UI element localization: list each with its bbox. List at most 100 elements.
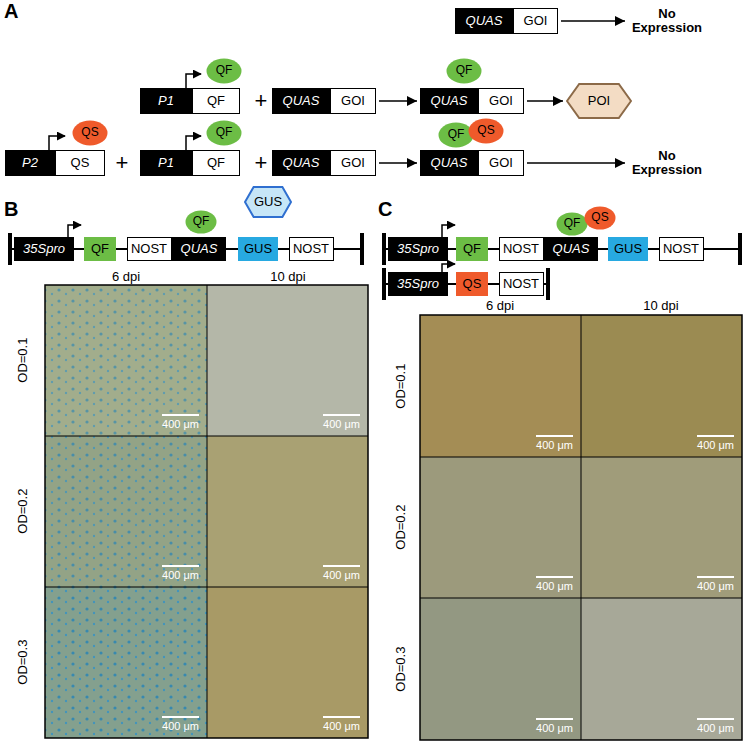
node-label: P1: [158, 156, 174, 170]
node-label: QS: [477, 124, 494, 137]
node-label: QUAS: [466, 14, 503, 28]
ellipse-shape: [186, 211, 217, 234]
node-label: GOI: [341, 94, 365, 108]
border-cap: [546, 268, 550, 300]
protein-hexagon: POI: [566, 83, 632, 119]
gene-box: GUS: [238, 237, 278, 261]
arrow-connector: [561, 20, 625, 22]
panel-letter: B: [4, 198, 18, 220]
protein-ellipse: QS: [468, 118, 504, 144]
promoter-box: QUAS: [455, 8, 513, 34]
leaf-micrograph: [581, 457, 742, 598]
node-label: GUS: [614, 242, 642, 256]
scale-bar-label: 400 μm: [162, 565, 199, 581]
transcription-arrow: [186, 136, 201, 150]
protein-ellipse: QF: [438, 122, 474, 148]
node-label: QF: [207, 156, 225, 170]
ellipse-shape: [447, 59, 482, 84]
promoter-box: QUAS: [272, 88, 330, 114]
node-label: QS: [71, 156, 90, 170]
node-label: QF: [193, 215, 210, 228]
transcription-arrow: [186, 74, 201, 88]
column-header: 6 dpi: [112, 270, 140, 284]
arrow-connector: [379, 100, 417, 102]
node-label: QF: [216, 64, 233, 77]
gene-box: QS: [55, 150, 105, 176]
node-label: 35Spro: [23, 242, 65, 256]
panel-letter: A: [4, 0, 18, 22]
node-label: 35Spro: [397, 242, 439, 256]
scale-bar-label: 400 μm: [536, 576, 573, 592]
transcription-arrow: [442, 225, 455, 237]
row-label: OD=0.2: [17, 488, 31, 533]
node-label: QF: [463, 242, 481, 256]
protein-ellipse: QS: [72, 120, 108, 146]
scale-bar-label: 400 μm: [697, 435, 734, 451]
leaf-micrograph: [581, 315, 742, 457]
scale-bar-label: 400 μm: [536, 435, 573, 451]
node-label: NOST: [131, 242, 167, 256]
column-header: 10 dpi: [270, 270, 305, 284]
gene-box: NOST: [127, 237, 172, 261]
gene-box: NOST: [499, 272, 544, 296]
promoter-box: 35Spro: [14, 237, 74, 261]
column-header: 6 dpi: [486, 299, 514, 313]
gene-box: QS: [456, 272, 488, 296]
gene-box: GOI: [478, 88, 524, 114]
node-label: No Expression: [628, 149, 706, 178]
border-cap: [8, 233, 12, 265]
gene-box: QF: [192, 88, 240, 114]
node-label: QF: [91, 242, 109, 256]
gene-box: GOI: [478, 150, 524, 176]
row-label: OD=0.1: [395, 363, 409, 408]
scale-bar-label: 400 μm: [162, 716, 199, 732]
row-label: OD=0.1: [17, 337, 31, 382]
protein-ellipse: QS: [584, 206, 616, 230]
node-label: GOI: [489, 156, 513, 170]
scale-bar-label: 400 μm: [697, 718, 734, 734]
node-label: QS: [591, 211, 608, 224]
transcription-arrow: [68, 225, 81, 237]
node-label: NOST: [663, 242, 699, 256]
promoter-box: P2: [5, 150, 55, 176]
node-label: NOST: [503, 242, 539, 256]
leaf-micrograph: [420, 457, 581, 598]
protein-ellipse: QF: [206, 58, 242, 84]
protein-ellipse: QF: [185, 210, 217, 234]
outcome-text: No Expression: [628, 4, 706, 38]
node-label: QUAS: [431, 156, 468, 170]
ellipse-shape: [469, 119, 504, 144]
promoter-box: 35Spro: [388, 237, 448, 261]
grid-lines: [420, 315, 742, 740]
gus-stain: [45, 285, 207, 436]
protein-hexagon: GUS: [244, 186, 292, 218]
arrow-connector: [527, 100, 563, 102]
node-label: NOST: [503, 277, 539, 291]
ellipse-shape: [557, 213, 588, 236]
gene-box: GOI: [330, 150, 376, 176]
node-label: P1: [158, 94, 174, 108]
row-label: OD=0.3: [17, 639, 31, 684]
node-label: QS: [463, 277, 482, 291]
node-label: P2: [22, 156, 38, 170]
scale-bar-label: 400 μm: [323, 414, 360, 430]
node-label: No Expression: [628, 7, 706, 36]
row-label: OD=0.3: [395, 646, 409, 691]
node-label: 35Spro: [397, 277, 439, 291]
arrow-connector: [527, 162, 625, 164]
ellipse-shape: [207, 121, 242, 146]
promoter-box: P1: [140, 88, 192, 114]
node-label: QF: [207, 94, 225, 108]
scale-bar-label: 400 μm: [697, 576, 734, 592]
node-label: GUS: [254, 195, 282, 209]
leaf-micrograph: [45, 436, 207, 587]
hexagon-shape: [245, 187, 291, 217]
node-label: POI: [588, 94, 610, 108]
node-label: QUAS: [283, 94, 320, 108]
scale-bar-label: 400 μm: [323, 716, 360, 732]
ellipse-shape: [585, 207, 616, 230]
promoter-box: QUAS: [172, 237, 226, 261]
node-label: QUAS: [181, 242, 218, 256]
border-cap: [382, 233, 386, 265]
